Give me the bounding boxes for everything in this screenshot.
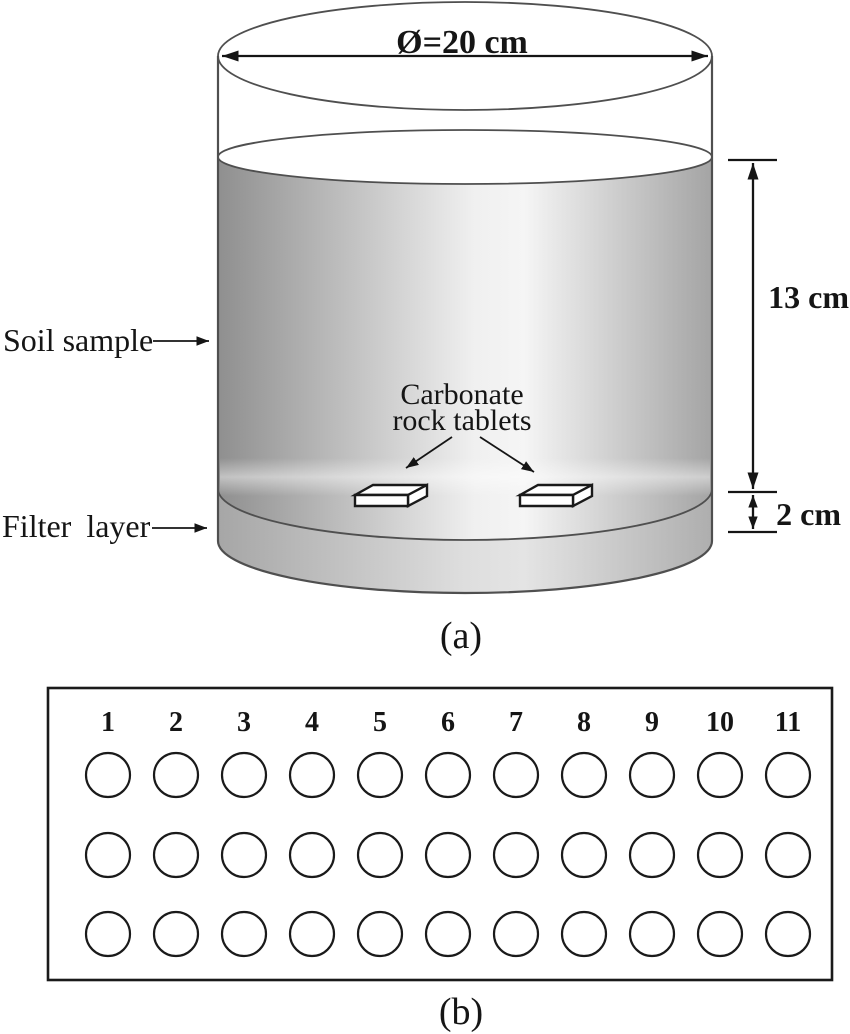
panel-a-caption: (a) [440, 615, 482, 657]
well-circle [84, 831, 132, 879]
well-circle [424, 751, 472, 799]
well-circle [220, 910, 268, 958]
column-number: 5 [373, 707, 387, 738]
well-circle [84, 751, 132, 799]
well-circle [220, 751, 268, 799]
well-circle [764, 910, 812, 958]
column-number: 6 [441, 707, 455, 738]
well-circle [288, 831, 336, 879]
well-circle [356, 910, 404, 958]
well-circle [492, 831, 540, 879]
well-circle [492, 751, 540, 799]
filter-layer-label: Filter layer [2, 508, 151, 544]
tablet-left-arrow [405, 436, 453, 469]
well-circle [152, 831, 200, 879]
column-number: 3 [237, 707, 251, 738]
filter-height-label: 2 cm [776, 496, 841, 532]
well-circle [152, 751, 200, 799]
well-circle [84, 910, 132, 958]
well-circle [560, 910, 608, 958]
well-circle [560, 831, 608, 879]
column-number: 1 [101, 707, 115, 738]
well-circle [424, 831, 472, 879]
tablets-label-line2: rock tablets [392, 404, 531, 437]
well-circle [424, 910, 472, 958]
soil-surface-ellipse [217, 129, 713, 185]
well-circle [356, 751, 404, 799]
well-circle [764, 751, 812, 799]
well-circle [628, 751, 676, 799]
well-circle [628, 910, 676, 958]
well-circle [696, 751, 744, 799]
tablet-left [350, 483, 429, 508]
well-circle [288, 751, 336, 799]
soil-height-label: 13 cm [768, 279, 849, 315]
column-number: 7 [509, 707, 523, 738]
column-number: 9 [645, 707, 659, 738]
diameter-label: Ø=20 cm [396, 24, 528, 61]
tablet-right-arrow [479, 436, 535, 473]
panel-b-tray-diagram: 1 2 3 4 5 6 7 8 9 10 11 (b) [46, 686, 834, 1033]
column-number: 4 [305, 707, 319, 738]
well-circle [492, 910, 540, 958]
well-circle [696, 910, 744, 958]
tablets-label-line1: Carbonate [400, 378, 523, 411]
soil-sample-label: Soil sample [3, 322, 153, 358]
well-circle [288, 910, 336, 958]
column-number: 11 [775, 707, 801, 738]
panel-b-caption: (b) [439, 991, 483, 1033]
filter-layer-band [218, 489, 712, 593]
soil-body [218, 157, 712, 540]
soil-highlight-band [220, 458, 710, 496]
cylinder-outline [216, 56, 714, 595]
column-number: 8 [577, 707, 591, 738]
soil-filter-boundary [217, 488, 713, 541]
column-number: 2 [169, 707, 183, 738]
well-circle [152, 910, 200, 958]
column-number: 10 [706, 707, 734, 738]
well-circle [696, 831, 744, 879]
well-circle [220, 831, 268, 879]
tablet-right [515, 483, 594, 508]
well-circle [628, 831, 676, 879]
wells-grid: 1 2 3 4 5 6 7 8 9 10 11 [84, 707, 812, 958]
panel-a-cylinder-diagram: Ø=20 cm 13 cm 2 cm Soil sample Filter la… [2, 1, 849, 657]
well-circle [356, 831, 404, 879]
well-circle [560, 751, 608, 799]
well-circle [764, 831, 812, 879]
